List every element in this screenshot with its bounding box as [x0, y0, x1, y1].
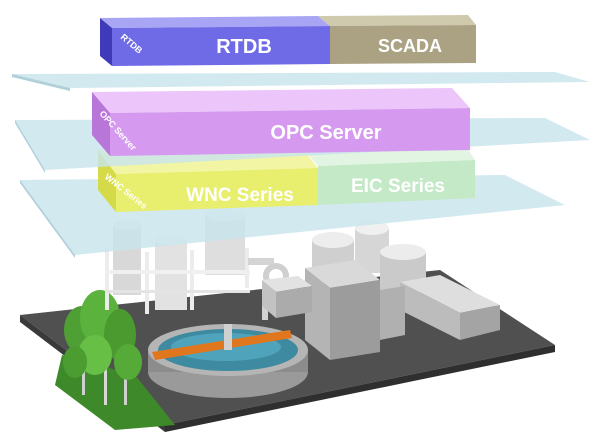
opc-server-box-side [92, 92, 110, 156]
scada-label: SCADA [378, 36, 442, 56]
opc-server-box[interactable]: OPC Server OPC Server [92, 88, 470, 156]
scada-box-front [330, 25, 476, 64]
rtdb-box-side [100, 18, 112, 66]
scada-box[interactable]: SCADA [318, 15, 476, 64]
plant-buildings [262, 221, 500, 360]
wnc-series-box-front [116, 168, 318, 212]
plant-scene [20, 209, 555, 432]
rtdb-label: RTDB [216, 36, 272, 58]
rtdb-box-front [112, 26, 330, 66]
trees [63, 290, 142, 405]
opc-server-label: OPC Server [270, 122, 381, 144]
wnc-series-label: WNC Series [186, 185, 294, 206]
eic-series-box-front [318, 160, 475, 205]
opc-server-box-front [110, 108, 470, 156]
eic-series-label: EIC Series [351, 176, 445, 197]
rtdb-box[interactable]: RTDB RTDB [100, 16, 330, 66]
settling-basin [148, 324, 308, 398]
application-layer-platform [12, 72, 590, 91]
